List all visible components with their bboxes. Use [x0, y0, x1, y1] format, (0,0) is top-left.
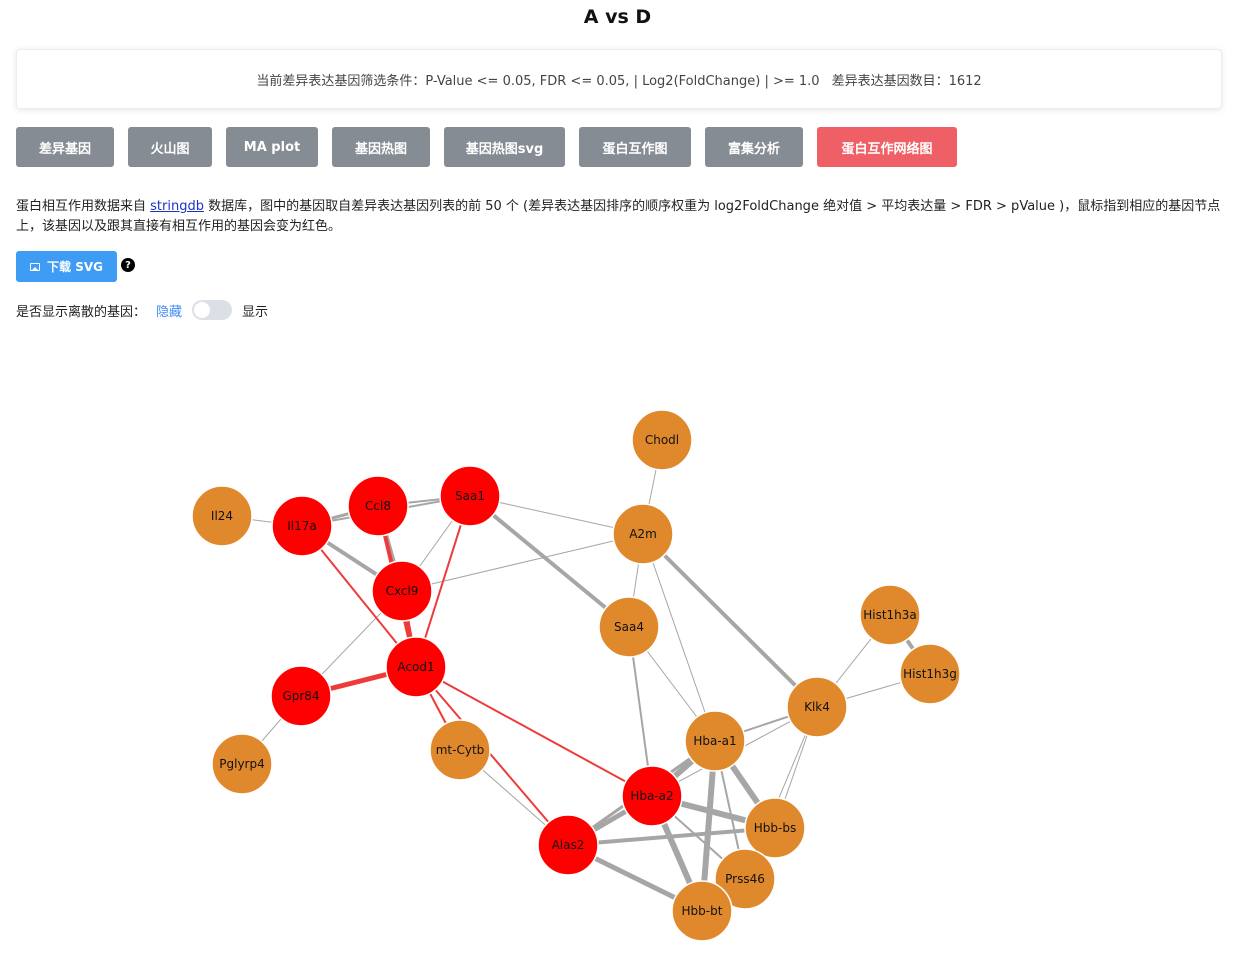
node-label-klk4: Klk4: [804, 700, 830, 714]
stringdb-link[interactable]: stringdb: [150, 199, 204, 214]
description-text-end: 数据库，图中的基因取自差异表达基因列表的前 50 个 (差异表达基因排序的顺序权…: [16, 199, 1221, 234]
node-layer: ChodlIl24Il17aCcl8Saa1A2mCxcl9Saa4Hist1h…: [191, 409, 961, 942]
node-circle-gpr84[interactable]: [270, 665, 332, 727]
node-circle-il24[interactable]: [191, 485, 253, 547]
node-label-hist1h3a: Hist1h3a: [863, 608, 917, 622]
help-icon[interactable]: ?: [121, 258, 135, 272]
node-hba-a2[interactable]: Hba-a2: [621, 765, 683, 827]
edge-cxcl9-a2m: [401, 533, 644, 592]
node-label-il17a: Il17a: [287, 519, 317, 533]
tab-heatmap[interactable]: 基因热图: [332, 127, 430, 167]
edge-saa1-saa4: [468, 494, 631, 629]
node-label-cxcl9: Cxcl9: [386, 584, 419, 598]
node-label-mt-cytb: mt-Cytb: [436, 743, 485, 757]
node-circle-acod1[interactable]: [385, 636, 447, 698]
node-saa1[interactable]: Saa1: [439, 465, 501, 527]
node-circle-a2m[interactable]: [612, 503, 674, 565]
node-label-acod1: Acod1: [397, 660, 434, 674]
tab-deg[interactable]: 差异基因: [16, 127, 114, 167]
node-label-hbb-bs: Hbb-bs: [754, 821, 796, 835]
node-label-il24: Il24: [211, 509, 233, 523]
node-a2m[interactable]: A2m: [612, 503, 674, 565]
node-circle-hba-a2[interactable]: [621, 765, 683, 827]
edge-a2m-hba-a1: [642, 533, 716, 742]
edge-a2m-klk4: [641, 532, 819, 709]
node-label-alas2: Alas2: [552, 838, 585, 852]
description-text-start: 蛋白相互作用数据来自: [16, 199, 151, 214]
tab-heatmap-svg[interactable]: 基因热图svg: [444, 127, 565, 167]
node-hba-a1[interactable]: Hba-a1: [684, 710, 746, 772]
node-label-saa1: Saa1: [455, 489, 485, 503]
page-title: A vs D: [583, 6, 652, 28]
node-circle-prss46[interactable]: [714, 848, 776, 910]
node-circle-mt-cytb[interactable]: [429, 719, 491, 781]
node-klk4[interactable]: Klk4: [786, 676, 848, 738]
node-circle-saa1[interactable]: [439, 465, 501, 527]
edge-acod1-alas2: [415, 666, 569, 846]
node-il24[interactable]: Il24: [191, 485, 253, 547]
tab-ppi[interactable]: 蛋白互作图: [579, 127, 691, 167]
node-label-gpr84: Gpr84: [282, 689, 319, 703]
deg-count: 差异表达基因数目：1612: [831, 73, 982, 89]
node-hbb-bs[interactable]: Hbb-bs: [744, 797, 806, 859]
isolated-genes-switch[interactable]: [192, 300, 233, 320]
node-circle-alas2[interactable]: [537, 814, 599, 876]
node-circle-hbb-bs[interactable]: [744, 797, 806, 859]
node-circle-klk4[interactable]: [786, 676, 848, 738]
toggle-label: 是否显示离散的基因：: [16, 304, 147, 320]
node-circle-pglyrp4[interactable]: [211, 733, 273, 795]
filter-conditions: 当前差异表达基因筛选条件：P-Value <= 0.05, FDR <= 0.0…: [256, 73, 820, 89]
node-label-ccl8: Ccl8: [365, 499, 391, 513]
node-cxcl9[interactable]: Cxcl9: [371, 560, 433, 622]
edge-acod1-hba-a2: [415, 666, 653, 797]
node-hbb-bt[interactable]: Hbb-bt: [671, 880, 733, 942]
tab-ma-plot[interactable]: MA plot: [226, 127, 318, 167]
toggle-option-show[interactable]: 显示: [242, 304, 269, 320]
tab-ppi-network[interactable]: 蛋白互作网络图: [817, 127, 957, 167]
node-label-saa4: Saa4: [614, 620, 644, 634]
node-label-chodl: Chodl: [645, 433, 679, 447]
switch-knob: [194, 302, 211, 318]
edge-hbb-bs-alas2: [567, 826, 776, 847]
node-prss46[interactable]: Prss46: [714, 848, 776, 910]
node-label-hba-a2: Hba-a2: [630, 789, 673, 803]
node-ccl8[interactable]: Ccl8: [347, 475, 409, 537]
isolated-genes-toggle-row: 是否显示离散的基因： 隐藏 显示: [16, 299, 268, 321]
network-description: 蛋白相互作用数据来自 stringdb 数据库，图中的基因取自差异表达基因列表的…: [16, 197, 1222, 237]
node-circle-hist1h3a[interactable]: [859, 584, 921, 646]
node-label-hba-a1: Hba-a1: [693, 734, 736, 748]
node-circle-il17a[interactable]: [271, 495, 333, 557]
image-icon: [30, 262, 41, 271]
node-circle-chodl[interactable]: [631, 409, 693, 471]
tab-volcano[interactable]: 火山图: [128, 127, 212, 167]
node-il17a[interactable]: Il17a: [271, 495, 333, 557]
node-hist1h3g[interactable]: Hist1h3g: [899, 643, 961, 705]
node-label-hist1h3g: Hist1h3g: [903, 667, 957, 681]
node-gpr84[interactable]: Gpr84: [270, 665, 332, 727]
download-svg-label: 下载 SVG: [47, 260, 103, 274]
node-mt-cytb[interactable]: mt-Cytb: [429, 719, 491, 781]
node-acod1[interactable]: Acod1: [385, 636, 447, 698]
node-label-a2m: A2m: [629, 527, 657, 541]
node-label-hbb-bt: Hbb-bt: [682, 904, 723, 918]
filter-summary: 当前差异表达基因筛选条件：P-Value <= 0.05, FDR <= 0.0…: [16, 49, 1222, 109]
node-chodl[interactable]: Chodl: [631, 409, 693, 471]
node-alas2[interactable]: Alas2: [537, 814, 599, 876]
download-svg-button[interactable]: 下载 SVG: [16, 251, 117, 282]
node-hist1h3a[interactable]: Hist1h3a: [859, 584, 921, 646]
node-pglyrp4[interactable]: Pglyrp4: [211, 733, 273, 795]
node-circle-ccl8[interactable]: [347, 475, 409, 537]
node-circle-hbb-bt[interactable]: [671, 880, 733, 942]
node-circle-saa4[interactable]: [598, 596, 660, 658]
tab-enrichment[interactable]: 富集分析: [705, 127, 803, 167]
node-circle-cxcl9[interactable]: [371, 560, 433, 622]
node-saa4[interactable]: Saa4: [598, 596, 660, 658]
node-label-prss46: Prss46: [725, 872, 765, 886]
node-label-pglyrp4: Pglyrp4: [219, 757, 264, 771]
node-circle-hist1h3g[interactable]: [899, 643, 961, 705]
toggle-option-hide[interactable]: 隐藏: [156, 304, 183, 320]
node-circle-hba-a1[interactable]: [684, 710, 746, 772]
